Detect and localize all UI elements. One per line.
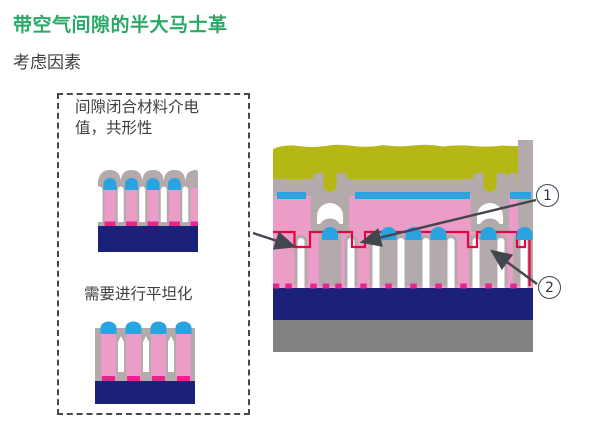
gap-closure-diagram	[98, 170, 198, 252]
consideration-gap-fill-label: 间隙闭合材料介电值，共形性	[75, 98, 200, 137]
page-title: 带空气间隙的半大马士革	[13, 14, 228, 36]
callout-2-badge: 2	[538, 276, 561, 299]
considerations-box	[57, 93, 250, 415]
callout-1-number: 1	[543, 187, 552, 204]
consideration-planarization-label: 需要进行平坦化	[84, 285, 193, 303]
callout-1-badge: 1	[536, 184, 559, 207]
page-subtitle: 考虑因素	[13, 53, 81, 73]
callout-2-number: 2	[545, 279, 554, 296]
planarization-diagram	[95, 321, 195, 404]
semi-damascene-cross-section-diagram	[273, 140, 533, 352]
